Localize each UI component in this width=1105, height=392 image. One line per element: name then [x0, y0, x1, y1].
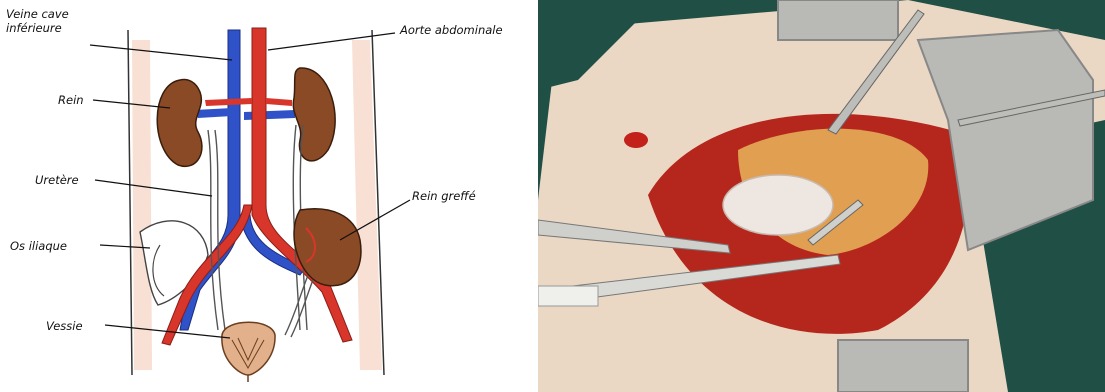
surgical-photo: [538, 0, 1105, 392]
label-transplanted-kidney: Rein greffé: [412, 189, 476, 203]
label-iliac-bone: Os iliaque: [10, 239, 67, 253]
left-kidney: [157, 80, 202, 167]
label-aorta: Aorte abdominale: [399, 23, 503, 37]
aorta: [162, 28, 352, 345]
label-vena-cava-line2: inférieure: [6, 21, 62, 35]
label-kidney: Rein: [58, 93, 84, 107]
bladder: [222, 322, 275, 382]
right-kidney: [293, 68, 335, 161]
label-vena-cava-line1: Veine cave: [6, 7, 69, 21]
kidney-transplant-diagram: Veine cave inférieure Aorte abdominale R…: [0, 0, 540, 392]
label-ureter: Uretère: [35, 173, 79, 187]
label-bladder: Vessie: [46, 319, 83, 333]
